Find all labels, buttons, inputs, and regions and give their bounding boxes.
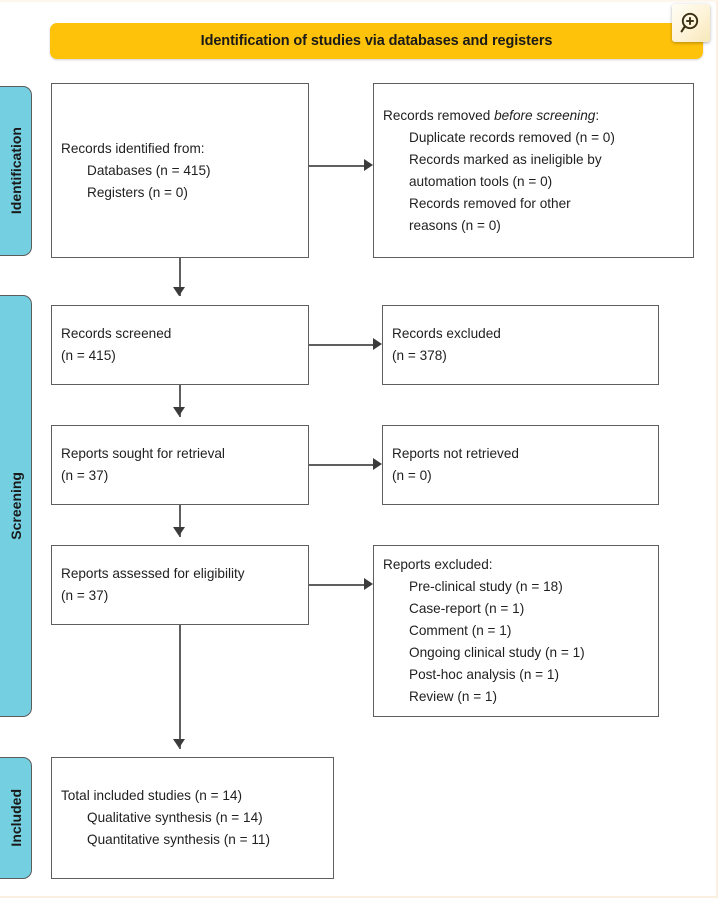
box-line: reasons (n = 0) xyxy=(409,217,501,233)
reports-excluded-box: Reports excluded: Pre-clinical study (n … xyxy=(373,545,659,717)
phase-label-screening: Screening xyxy=(7,472,24,540)
box-line: Quantitative synthesis (n = 11) xyxy=(87,832,270,847)
connector-sought-to-assessed xyxy=(179,505,181,537)
box-line: Reports not retrieved xyxy=(392,446,519,461)
reports-sought-for-retrieval-box: Reports sought for retrieval (n = 37) xyxy=(51,425,309,505)
box-line: Review (n = 1) xyxy=(409,689,498,704)
box-heading: Records removed before screening: xyxy=(383,105,684,127)
connector-identified-to-screened xyxy=(179,258,181,296)
records-excluded-box: Records excluded (n = 378) xyxy=(382,305,659,385)
box-line: Total included studies (n = 14) xyxy=(61,788,242,803)
box-line: (n = 0) xyxy=(392,468,432,483)
arrowhead-down-icon xyxy=(173,407,185,416)
box-line: Databases (n = 415) xyxy=(87,162,211,178)
box-line: (n = 37) xyxy=(61,588,109,603)
phase-bar-screening: Screening xyxy=(0,295,32,717)
box-line: Comment (n = 1) xyxy=(409,623,512,638)
connector-assessed-to-reports-excluded xyxy=(309,584,365,586)
zoom-in-magnifier-icon xyxy=(680,12,699,33)
zoom-in-button[interactable] xyxy=(672,4,710,42)
diagram-title: Identification of studies via databases … xyxy=(200,33,553,49)
heading-suffix: : xyxy=(595,107,600,123)
diagram-header-banner: Identification of studies via databases … xyxy=(50,23,703,59)
arrowhead-down-icon xyxy=(173,739,185,748)
box-line: Records excluded xyxy=(392,326,501,341)
box-line: Reports sought for retrieval xyxy=(61,446,225,461)
phase-label-included: Included xyxy=(7,789,24,847)
box-line: Pre-clinical study (n = 18) xyxy=(409,579,563,594)
arrowhead-right-icon xyxy=(364,578,373,590)
connector-sought-to-not-retrieved xyxy=(309,464,374,466)
box-line: (n = 378) xyxy=(392,348,447,363)
records-identified-box: Records identified from: Databases (n = … xyxy=(51,83,309,258)
phase-bar-identification: Identification xyxy=(0,86,32,256)
box-line: Records identified from: xyxy=(61,140,205,156)
box-line: Case-report (n = 1) xyxy=(409,601,525,616)
reports-not-retrieved-box: Reports not retrieved (n = 0) xyxy=(382,425,659,505)
box-line: automation tools (n = 0) xyxy=(409,173,553,189)
box-line: Records marked as ineligible by xyxy=(409,151,602,167)
box-line: Qualitative synthesis (n = 14) xyxy=(87,810,263,825)
reports-assessed-for-eligibility-box: Reports assessed for eligibility (n = 37… xyxy=(51,545,309,625)
box-line: Post-hoc analysis (n = 1) xyxy=(409,667,559,682)
phase-bar-included: Included xyxy=(0,757,32,879)
box-line: Duplicate records removed (n = 0) xyxy=(409,129,615,145)
heading-prefix: Records removed xyxy=(383,107,495,123)
arrowhead-right-icon xyxy=(373,458,382,470)
arrowhead-down-icon xyxy=(173,527,185,536)
connector-assessed-to-included xyxy=(179,625,181,749)
records-screened-box: Records screened (n = 415) xyxy=(51,305,309,385)
box-line: Records screened xyxy=(61,326,172,341)
box-line: Records removed for other xyxy=(409,195,571,211)
box-line: Reports assessed for eligibility xyxy=(61,566,245,581)
arrowhead-down-icon xyxy=(173,287,185,296)
connector-identified-to-removed xyxy=(309,165,365,167)
arrowhead-right-icon xyxy=(364,159,373,171)
box-line: Registers (n = 0) xyxy=(87,184,188,200)
arrowhead-right-icon xyxy=(373,338,382,350)
box-heading: Reports excluded: xyxy=(383,557,493,572)
box-line: (n = 415) xyxy=(61,348,116,363)
phase-label-identification: Identification xyxy=(7,127,24,215)
records-removed-before-screening-box: Records removed before screening: Duplic… xyxy=(373,83,694,258)
heading-italic: before screening xyxy=(494,107,596,123)
box-line: (n = 37) xyxy=(61,468,109,483)
connector-screened-to-records-excluded xyxy=(309,344,374,346)
box-line: Ongoing clinical study (n = 1) xyxy=(409,645,585,660)
total-included-studies-box: Total included studies (n = 14) Qualitat… xyxy=(51,757,334,879)
connector-screened-to-sought xyxy=(179,385,181,417)
